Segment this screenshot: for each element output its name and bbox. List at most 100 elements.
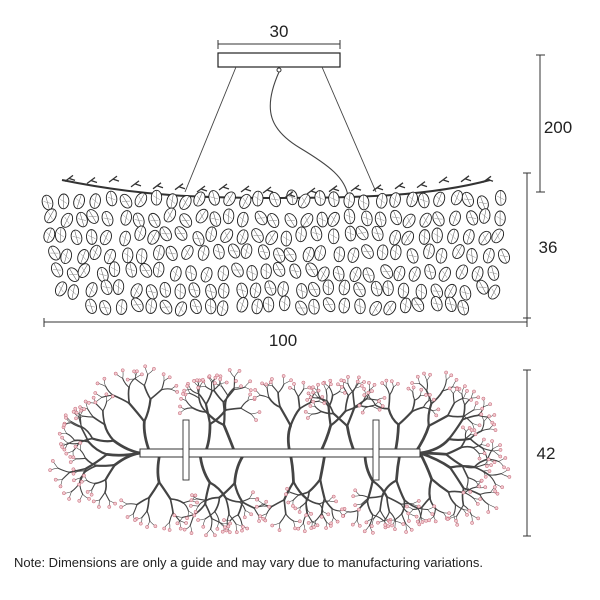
crystal-leaf xyxy=(205,283,217,300)
branch-bud xyxy=(502,465,506,470)
coral-branch xyxy=(122,377,130,388)
crystal-leaf xyxy=(310,225,323,242)
branch-bud xyxy=(319,514,324,519)
coral-branch xyxy=(299,501,307,508)
branch-bud xyxy=(223,525,227,530)
crystal-leaf xyxy=(338,297,351,314)
branch-bud xyxy=(248,392,253,397)
coral-branch xyxy=(461,487,465,507)
crystal-leaf xyxy=(115,299,128,315)
branch-bud xyxy=(178,526,183,531)
crystal-leaf xyxy=(423,243,435,260)
crystal-leaf xyxy=(424,264,436,280)
branch-bud xyxy=(78,405,82,410)
crystal-leaf xyxy=(478,230,492,246)
coral-branch xyxy=(212,380,215,392)
branch-bud xyxy=(254,418,258,422)
branch-bud xyxy=(445,517,450,521)
crystal-leaf xyxy=(402,213,416,229)
crystal-leaf xyxy=(174,226,188,241)
crystal-leaf xyxy=(220,228,234,243)
crystal-leaf xyxy=(333,246,345,263)
coral-branch xyxy=(205,386,215,392)
coral-branch xyxy=(412,506,423,510)
coral-branch xyxy=(418,437,451,455)
crystal-leaf xyxy=(482,247,495,264)
crystal-leaf xyxy=(277,281,289,297)
coral-branch xyxy=(143,384,152,400)
branch-bud xyxy=(91,499,96,504)
crystal-leaf xyxy=(60,248,73,265)
branch-bud xyxy=(162,526,167,531)
branch-bud xyxy=(93,391,98,395)
branch-bud xyxy=(74,410,79,415)
branch-bud xyxy=(350,522,355,527)
branch-bud xyxy=(362,393,367,397)
branch-bud xyxy=(254,497,259,502)
crystal-leaf xyxy=(431,227,443,244)
branch-bud xyxy=(192,513,197,518)
crystal-leaf xyxy=(457,299,470,316)
crystal-leaf xyxy=(432,211,445,227)
crystal-leaf xyxy=(415,283,427,300)
branch-bud xyxy=(489,463,493,467)
branch-bud xyxy=(357,403,362,408)
branch-bud xyxy=(393,527,397,532)
branch-bud xyxy=(498,448,503,452)
crystal-leaf xyxy=(296,283,308,299)
coral-branch xyxy=(213,496,221,513)
branch-bud xyxy=(486,457,491,462)
branch-bud xyxy=(195,500,199,505)
crystal-leaf xyxy=(132,212,145,228)
overall-width-dimension xyxy=(43,318,528,327)
branch-bud xyxy=(461,425,465,430)
coral-branch xyxy=(387,407,400,426)
branch-bud xyxy=(234,530,239,535)
coral-branch xyxy=(279,513,287,524)
branch-bud xyxy=(302,529,307,534)
crystal-leaf xyxy=(85,298,97,314)
crystal-leaf xyxy=(181,244,194,260)
coral-branch xyxy=(403,499,419,509)
crystal-leaf xyxy=(272,262,286,277)
crystal-leaf xyxy=(185,265,197,282)
branch-bud xyxy=(386,524,391,529)
branch-bud xyxy=(389,379,394,384)
branch-bud xyxy=(218,377,223,382)
branch-bud xyxy=(308,404,313,408)
crystal-leaf xyxy=(353,282,366,298)
coral-branch xyxy=(447,418,464,441)
coral-branch xyxy=(204,481,211,505)
crystal-leaf xyxy=(66,267,80,283)
branch-bud xyxy=(387,520,392,524)
coral-branch xyxy=(444,453,464,467)
branch-bud xyxy=(245,526,250,531)
branch-bud xyxy=(377,399,381,403)
branch-bud xyxy=(68,455,73,459)
crystal-leaf xyxy=(419,212,432,228)
coral-branch xyxy=(85,453,108,470)
crystal-leaf xyxy=(251,298,263,315)
coral-branch xyxy=(224,497,241,503)
branch-bud xyxy=(185,516,189,521)
branch-bud xyxy=(367,380,371,385)
branch-bud xyxy=(291,504,295,508)
crystal-leaf xyxy=(491,228,505,244)
branch-bud xyxy=(125,515,130,519)
branch-bud xyxy=(152,366,156,371)
coral-branch xyxy=(297,490,310,496)
branch-bud xyxy=(308,395,313,400)
crystal-leaf xyxy=(295,226,307,243)
crystal-leaf xyxy=(279,295,291,312)
coral-branch xyxy=(381,479,398,498)
coral-branch xyxy=(444,446,462,456)
branch-twig xyxy=(108,175,120,183)
crystal-leaf xyxy=(455,264,469,280)
coral-branch xyxy=(205,496,221,502)
branch-bud xyxy=(297,510,302,514)
crystal-leaf xyxy=(108,261,121,278)
branch-bud xyxy=(479,478,484,483)
crystal-leaf xyxy=(60,212,74,228)
crystal-leaf xyxy=(354,298,366,315)
coral-branch xyxy=(240,407,252,415)
